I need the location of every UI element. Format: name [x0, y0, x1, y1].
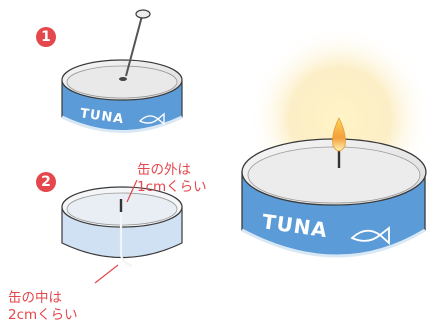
nail-icon: [125, 9, 151, 77]
step-1-badge: 1: [36, 27, 56, 47]
outside-note-line1: 缶の外は: [137, 162, 191, 178]
lit-fish-icon: [350, 226, 390, 246]
wick-bottom-bend: [119, 254, 133, 268]
inside-note-line1: 缶の中は: [8, 290, 62, 306]
lit-candle: TUNA: [241, 26, 429, 258]
step1-can: TUNA: [61, 59, 183, 133]
outside-note-line2: 1cmくらい: [137, 179, 207, 195]
inside-note: 缶の中は 2cmくらい: [8, 290, 78, 324]
inside-note-line2: 2cmくらい: [8, 307, 78, 323]
flame-icon: [332, 117, 346, 152]
outside-note-leader: [126, 179, 138, 203]
step1-can-label: TUNA: [79, 106, 125, 127]
step-2-badge: 2: [36, 172, 56, 192]
nail-hole: [119, 77, 127, 81]
step2-can: [61, 186, 183, 268]
step1-fish-icon: [138, 112, 165, 126]
outside-note: 缶の外は 1cmくらい: [137, 162, 207, 196]
inside-note-leader: [94, 264, 119, 284]
